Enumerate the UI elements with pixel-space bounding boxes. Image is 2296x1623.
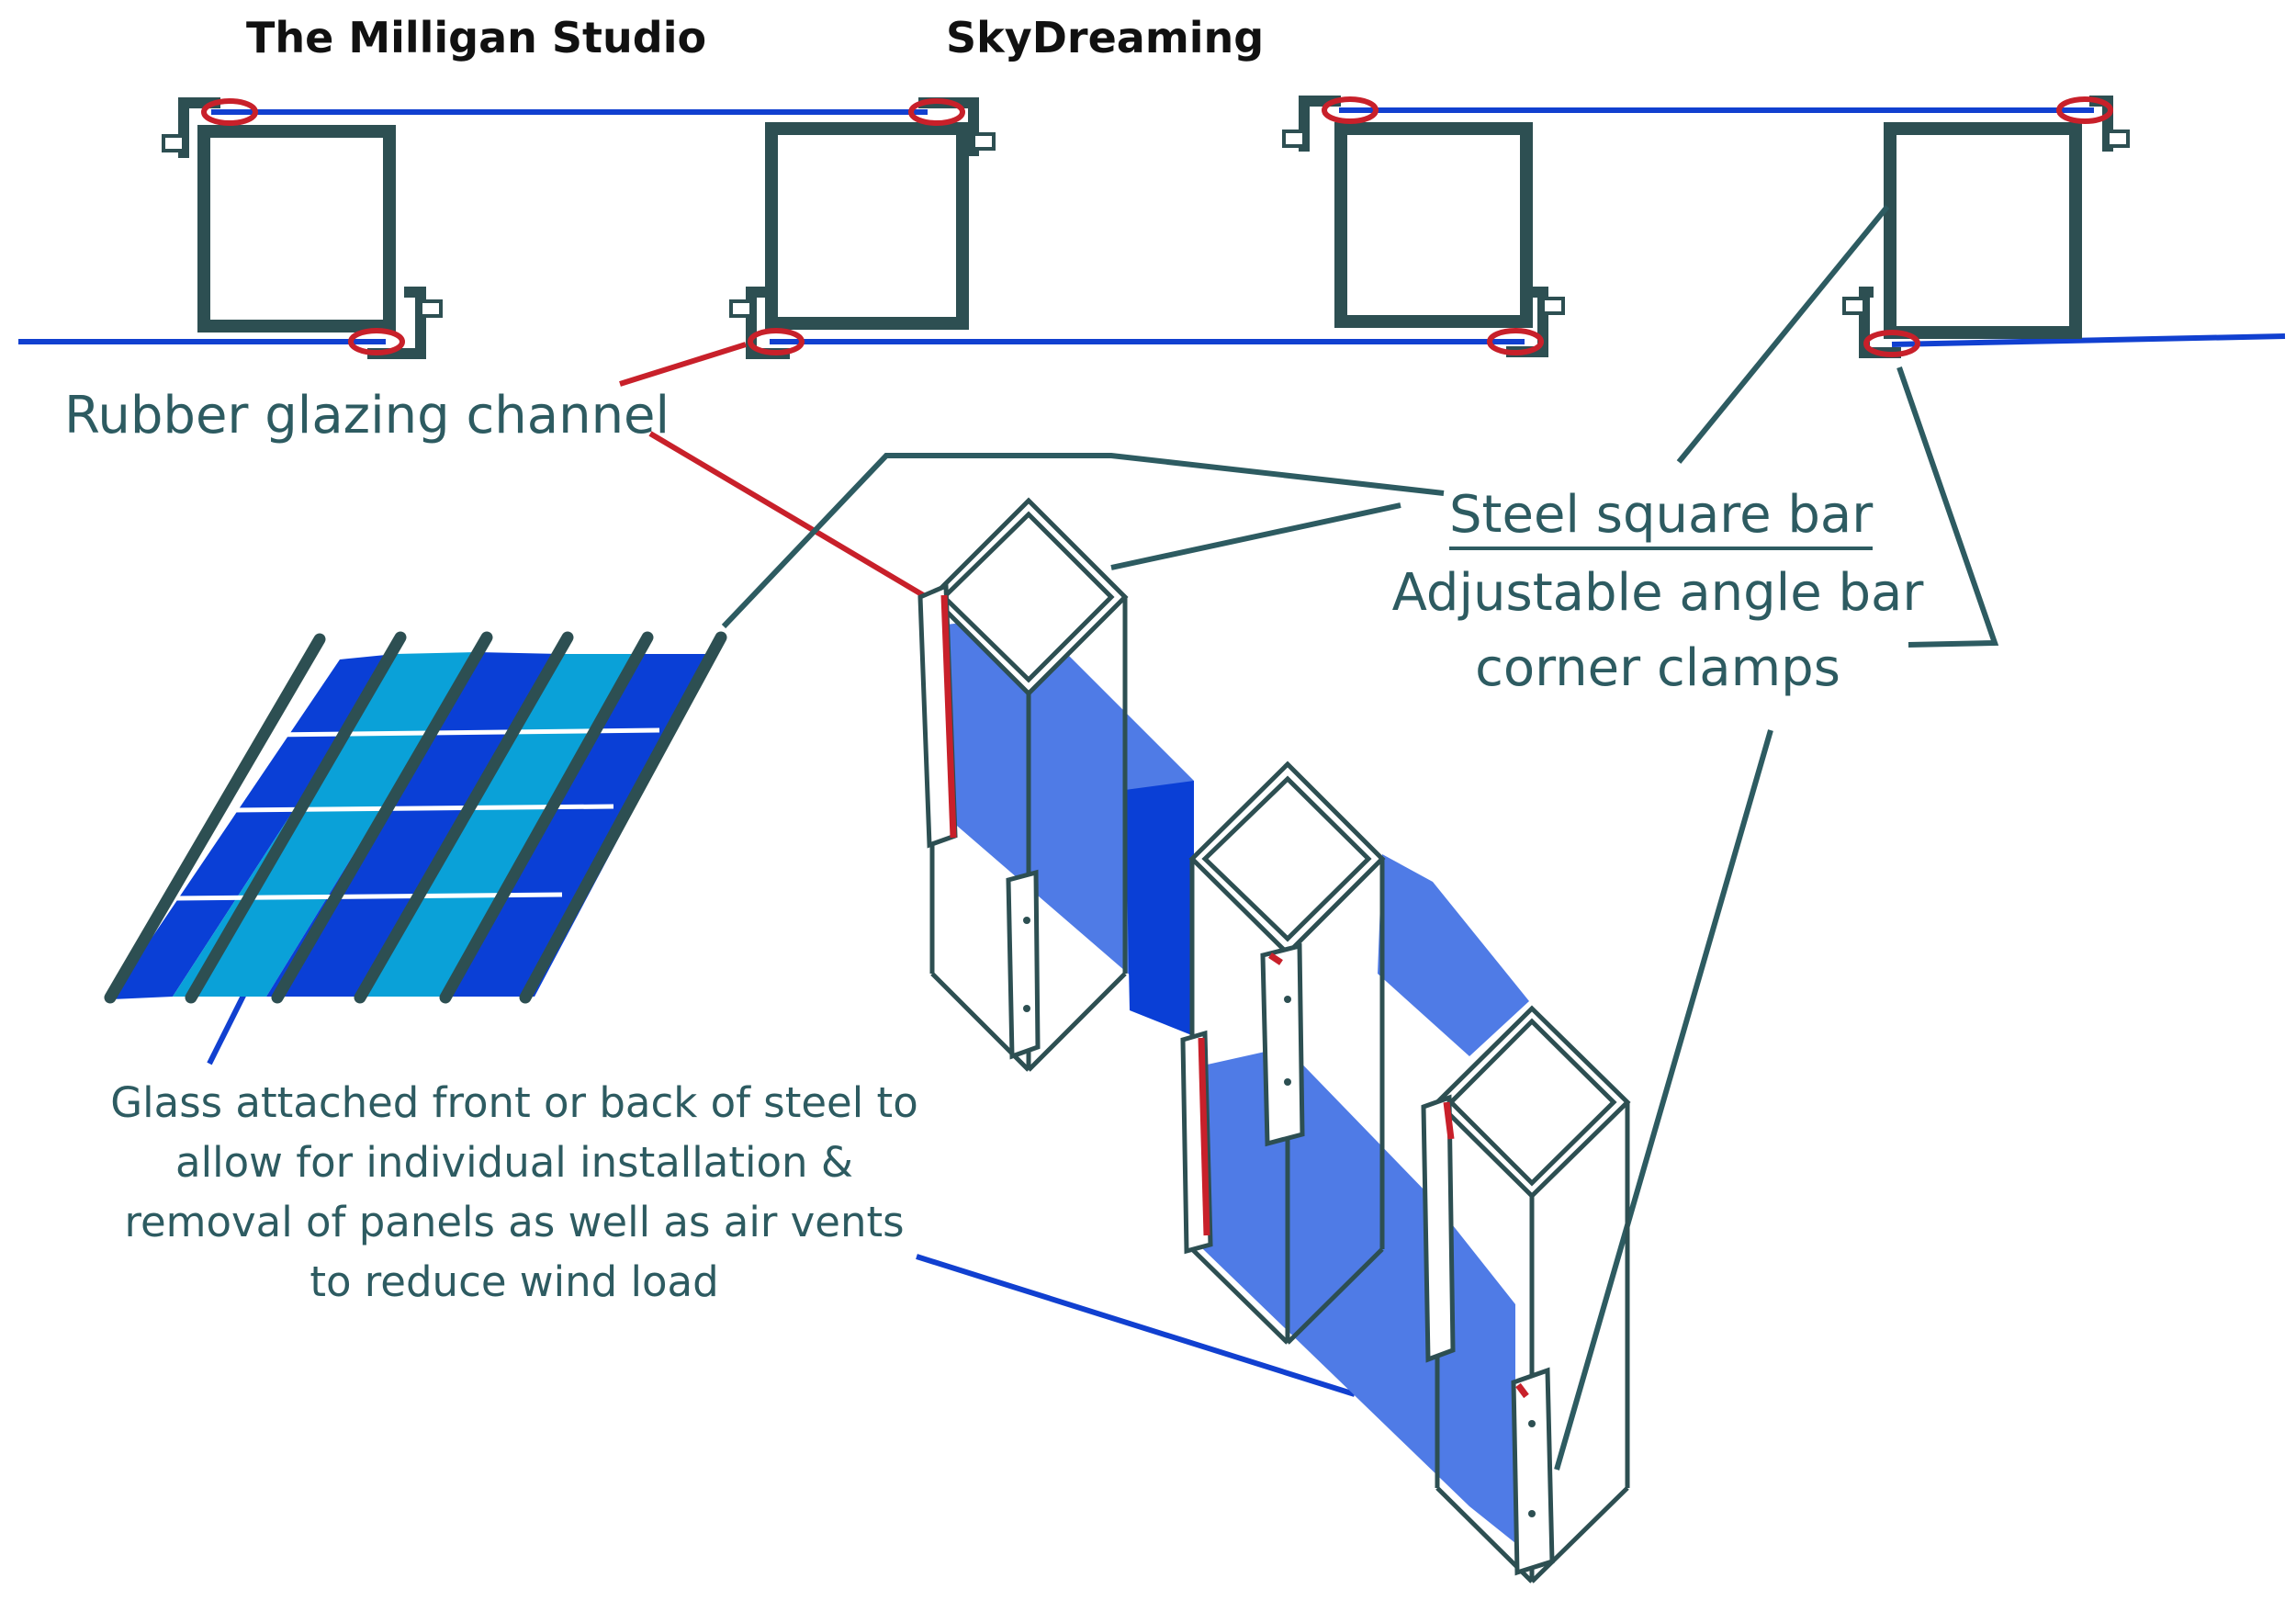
clamp-leader-iso	[1554, 729, 1773, 1471]
plan-square-bars	[197, 122, 2082, 339]
square-bar-3	[1334, 122, 1533, 328]
glass-strip-3	[266, 652, 560, 997]
steel-leader-panel	[721, 453, 1445, 629]
iso-glass-band-1-dark	[1125, 781, 1194, 1036]
studio-credit: The Milligan Studio	[246, 13, 707, 62]
glass-panel-array	[104, 631, 727, 1004]
plan-glass-lines	[18, 107, 2286, 347]
iso-bolt-dots	[1023, 917, 1536, 1517]
glass-leader-panel	[207, 988, 249, 1065]
glass-note-label: Glass attached front or back of steel to…	[110, 1078, 918, 1306]
clamps-label-line1: Adjustable angle bar	[1391, 563, 1924, 623]
steel-leader-plan	[1676, 205, 1890, 464]
glass-leader-iso	[916, 1254, 1356, 1397]
plan-angle-clamps	[178, 96, 2113, 359]
square-bar-1	[197, 125, 396, 332]
clamps-label-line2: corner clamps	[1475, 638, 1840, 698]
rubber-leader-iso	[648, 431, 931, 602]
panel-steel-bars	[104, 631, 727, 1004]
glass-strip-1	[110, 654, 395, 999]
rubber-channel-label: Rubber glazing channel	[64, 386, 670, 445]
plan-rubber-channels	[201, 96, 2113, 357]
steel-bar-label: Steel square bar	[1449, 485, 1874, 550]
leader-lines	[207, 205, 1999, 1471]
plan-bolts	[162, 130, 2130, 318]
glass-strip-4	[358, 654, 643, 997]
square-bar-4	[1884, 122, 2082, 339]
glass-strip-2	[173, 652, 478, 997]
clamps-label: Adjustable angle bar corner clamps	[1368, 556, 1947, 706]
project-credit: SkyDreaming	[946, 13, 1265, 62]
iso-rubber-strips	[940, 594, 1529, 1399]
iso-glass-band-2	[1378, 854, 1529, 1056]
plan-section	[18, 96, 2286, 359]
iso-clamps	[917, 582, 1555, 1576]
rubber-leader-plan	[619, 342, 747, 387]
clamp-leader-plan	[1896, 366, 1999, 648]
glass-strip-5	[448, 654, 716, 997]
square-bar-2	[765, 122, 969, 330]
steel-leader-iso	[1110, 502, 1401, 570]
iso-assembly	[917, 497, 1631, 1584]
